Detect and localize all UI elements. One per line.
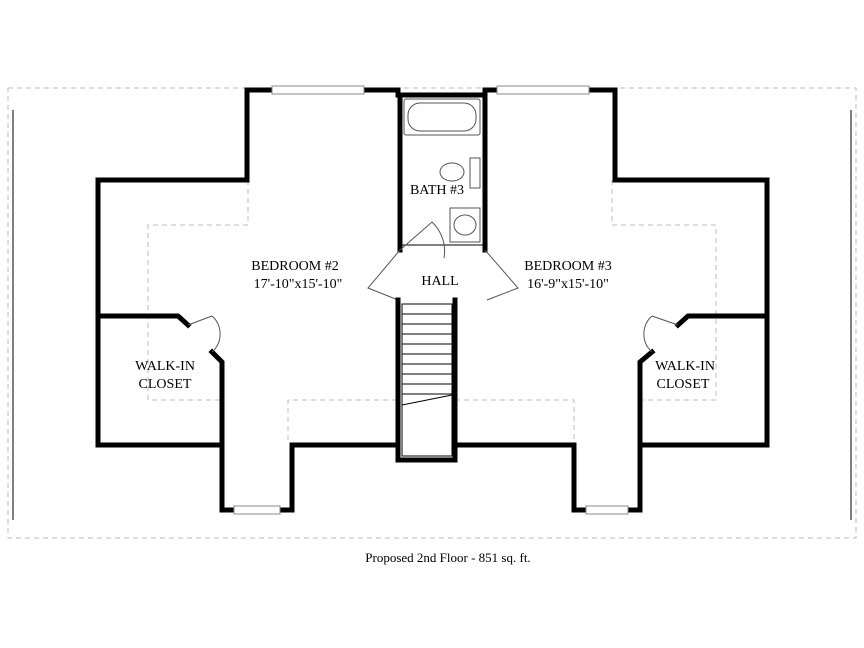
closet-left-label-2: CLOSET (139, 377, 192, 392)
roof-outline (7, 87, 857, 539)
ceiling-line-right (611, 180, 717, 401)
closet-right-label-1: WALK-IN (655, 359, 715, 374)
bedroom3-size: 16'-9"x15'-10" (527, 277, 609, 292)
exterior-wall (95, 87, 770, 513)
closet-left-door (187, 315, 221, 353)
hall-door-right (484, 249, 519, 301)
window-top-left (271, 85, 365, 95)
bedroom2-size: 17'-10"x15'-10" (254, 277, 343, 292)
bedroom3-name: BEDROOM #3 (524, 259, 612, 274)
toilet (439, 162, 465, 182)
ceiling-line-center (287, 399, 398, 440)
window-bottom-right (585, 505, 629, 515)
hall-label: HALL (421, 274, 458, 289)
closet-right-door (643, 315, 679, 353)
closet-right-label-2: CLOSET (657, 377, 710, 392)
hall-door-left (367, 249, 401, 301)
closet-right-wall-lower (637, 348, 656, 448)
closet-right-wall (674, 313, 770, 329)
closet-left-label-1: WALK-IN (135, 359, 195, 374)
window-top-right (496, 85, 590, 95)
plan-caption: Proposed 2nd Floor - 851 sq. ft. (365, 550, 530, 565)
window-bottom-left (233, 505, 281, 515)
stair-treads (401, 303, 453, 457)
closet-left-wall-lower (208, 348, 225, 448)
ceiling-line-left (147, 180, 249, 401)
closet-left-wall (95, 313, 192, 329)
bath-door (399, 221, 446, 259)
bedroom2-name: BEDROOM #2 (251, 259, 339, 274)
bathtub-inner (407, 102, 477, 132)
bath3-label: BATH #3 (410, 183, 464, 198)
sink (453, 214, 477, 236)
toilet-tank (469, 157, 481, 189)
ceiling-line-center-right (455, 399, 575, 440)
